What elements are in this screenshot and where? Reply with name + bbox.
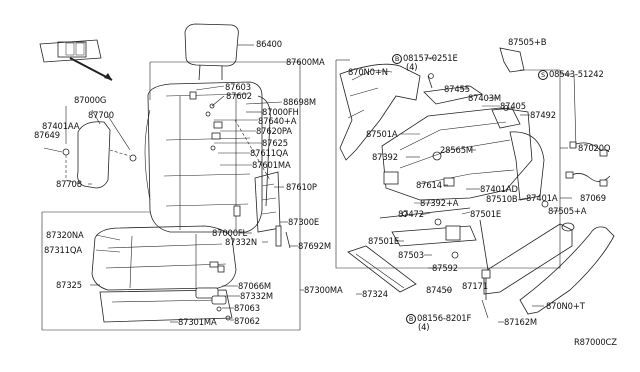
label-87300ma: 87300MA xyxy=(304,285,343,295)
label-87301ma: 87301MA xyxy=(178,317,217,327)
label-87320na: 87320NA xyxy=(46,230,84,240)
label-870n0n: 870N0+N xyxy=(348,67,388,77)
leader-lines xyxy=(43,44,577,323)
label-87692m: 87692M xyxy=(298,241,331,251)
label-87405: 87405 xyxy=(500,101,526,111)
label-08157-qty: (4) xyxy=(406,62,418,72)
label-87063: 87063 xyxy=(234,303,260,313)
bolts xyxy=(427,75,491,300)
bracket-87505b xyxy=(499,47,525,73)
back-panel xyxy=(234,119,281,233)
label-88698m: 88698M xyxy=(283,97,316,107)
label-87300e: 87300E xyxy=(288,217,320,227)
label-87000g: 87000G xyxy=(74,95,107,105)
seat-frame xyxy=(339,63,545,217)
label-87392a: 87392+A xyxy=(420,198,459,208)
label-87501e-2: 87501E xyxy=(368,236,400,246)
label-87592: 87592 xyxy=(432,263,458,273)
label-87505b: 87505+B xyxy=(508,37,547,47)
label-87401a: 87401A xyxy=(526,193,558,203)
circle-b-mark: B xyxy=(392,54,402,64)
label-870n0t: 870N0+T xyxy=(546,301,585,311)
label-87510b: 87510B xyxy=(486,194,518,204)
circle-s-mark: S xyxy=(538,70,548,80)
diagram-code: R87000CZ xyxy=(574,337,617,347)
side-pad-87700 xyxy=(62,121,137,189)
label-87611qa: 87611QA xyxy=(250,148,288,158)
label-87610p: 87610P xyxy=(286,182,317,192)
label-08543-text: 08543-51242 xyxy=(549,69,604,79)
label-87492: 87492 xyxy=(530,110,556,120)
label-87625: 87625 xyxy=(262,138,288,148)
label-87472: 87472 xyxy=(398,209,424,219)
harness-87069 xyxy=(565,141,611,187)
label-87392: 87392 xyxy=(372,152,398,162)
label-87311qa: 87311QA xyxy=(44,245,82,255)
back-small-parts xyxy=(189,91,291,249)
label-87640a: 87640+A xyxy=(258,116,297,126)
label-87000fh: 87000FH xyxy=(262,107,299,117)
label-87450: 87450 xyxy=(426,285,452,295)
track-mechanism xyxy=(379,207,489,271)
label-87614: 87614 xyxy=(416,180,442,190)
label-87066m: 87066M xyxy=(238,281,271,291)
label-87069: 87069 xyxy=(580,193,606,203)
label-87649: 87649 xyxy=(34,130,60,140)
label-87600ma: 87600MA xyxy=(286,57,325,67)
circle-b-mark-2: B xyxy=(406,314,416,324)
cushion-small-parts xyxy=(195,261,231,321)
seatback-body xyxy=(144,81,271,233)
label-87501e: 87501E xyxy=(470,209,502,219)
label-87503: 87503 xyxy=(398,250,424,260)
vehicle-locator-icon xyxy=(39,39,113,81)
label-87401ad: 87401AD xyxy=(480,184,518,194)
label-28565m: 28565M xyxy=(440,145,473,155)
headrest-86400 xyxy=(184,23,239,81)
label-87505a: 87505+A xyxy=(548,206,587,216)
label-87601ma: 87601MA xyxy=(252,160,291,170)
label-87401aa: 87401AA xyxy=(42,121,80,131)
label-87620pa: 87620PA xyxy=(256,126,292,136)
label-87332n: 87332N xyxy=(225,237,258,247)
label-08156-qty: (4) xyxy=(418,322,430,332)
label-08157-text: 08157-0251E xyxy=(403,53,458,63)
label-87602: 87602 xyxy=(226,91,252,101)
label-87501a: 87501A xyxy=(366,129,398,139)
label-87162m: 87162M xyxy=(504,317,537,327)
label-08156-text: 08156-8201F xyxy=(417,313,472,323)
label-87000fl: 87000FL xyxy=(212,228,248,238)
label-86400: 86400 xyxy=(256,39,282,49)
label-87332m: 87332M xyxy=(240,291,273,301)
label-87455: 87455 xyxy=(444,84,470,94)
label-87020q: 87020Q xyxy=(578,143,611,153)
seatback-box xyxy=(41,61,301,331)
label-87603: 87603 xyxy=(225,82,251,92)
seat-cushion xyxy=(91,225,237,323)
label-87062: 87062 xyxy=(234,316,260,326)
label-87403m: 87403M xyxy=(468,93,501,103)
label-87325: 87325 xyxy=(56,280,82,290)
label-87708: 87708 xyxy=(56,179,82,189)
trim-covers xyxy=(347,200,615,315)
label-87324: 87324 xyxy=(362,289,388,299)
label-87171: 87171 xyxy=(462,281,488,291)
label-87700: 87700 xyxy=(88,110,114,120)
